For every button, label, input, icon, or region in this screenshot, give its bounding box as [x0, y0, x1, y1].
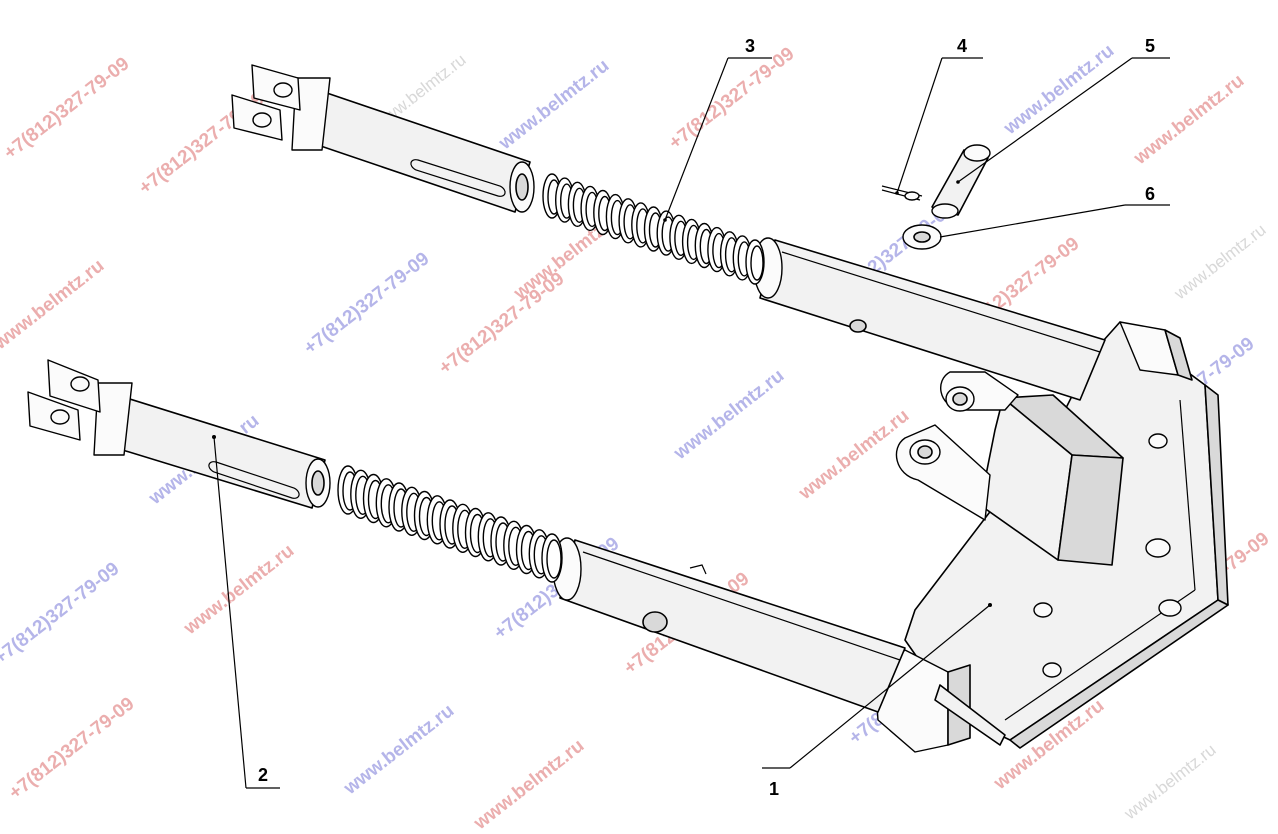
site-watermark: www.belmtz.ru [1170, 220, 1270, 304]
callout-label: 4 [957, 36, 967, 56]
site-watermark: www.belmtz.ru [999, 40, 1118, 139]
lower-tube [552, 537, 906, 713]
spring-coil-inner [546, 539, 562, 579]
phone-watermark: +7(812)327-79-09 [0, 558, 123, 669]
callout-5: 5 [957, 36, 1170, 183]
lower-spring [337, 465, 563, 583]
phone-watermark: +7(812)327-79-09 [0, 53, 133, 164]
phone-watermark: +7(812)327-79-09 [435, 268, 568, 379]
cotter-pin [881, 185, 923, 201]
spring-coil-inner [750, 245, 764, 281]
phone-watermark: +7(812)327-79-09 [5, 693, 138, 804]
callout-4: 4 [896, 36, 983, 194]
callout-label: 6 [1145, 184, 1155, 204]
site-watermark: www.belmtz.ru [1129, 70, 1248, 169]
callout-1: 1 [762, 604, 991, 799]
washer [902, 224, 942, 250]
spring-coil [745, 239, 765, 285]
callout-6: 6 [939, 184, 1170, 238]
site-watermark: www.belmtz.ru [0, 255, 108, 354]
callout-label: 3 [745, 36, 755, 56]
callout-label: 5 [1145, 36, 1155, 56]
callout-label: 2 [258, 765, 268, 785]
callout-label: 1 [769, 779, 779, 799]
callout-3: 3 [664, 36, 772, 221]
frame-bracket [874, 321, 1229, 753]
site-watermark: www.belmtz.ru [1120, 740, 1220, 824]
clevis-pin [931, 144, 991, 219]
site-watermark: www.belmtz.ru [669, 365, 788, 464]
phone-watermark: +7(812)327-79-09 [665, 43, 798, 154]
phone-watermark: +7(812)327-79-09 [300, 248, 433, 359]
site-watermark: www.belmtz.ru [469, 735, 588, 834]
site-watermark: www.belmtz.ru [494, 55, 613, 154]
callout-2: 2 [213, 436, 280, 789]
site-watermark: www.belmtz.ru [339, 700, 458, 799]
upper-rod [231, 64, 535, 213]
lower-rod [27, 359, 331, 509]
site-watermark: www.belmtz.ru [794, 405, 913, 504]
spring-coil [541, 533, 563, 583]
upper-spring [542, 173, 765, 285]
site-watermark: www.belmtz.ru [179, 540, 298, 639]
